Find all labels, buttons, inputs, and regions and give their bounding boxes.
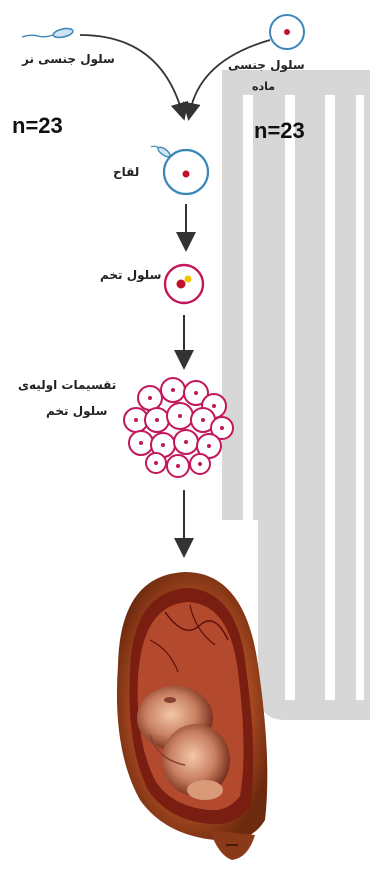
male-chromosome-count: n=23 (12, 113, 63, 139)
female-gamete-label-line2: ماده (252, 80, 275, 93)
female-chromosome-count: n=23 (254, 118, 305, 144)
zygote-label: سلول تخم (100, 268, 161, 282)
male-gamete-label: سلول جنسی نر (22, 52, 115, 66)
zygote-cell-icon (165, 265, 203, 303)
arrow-sperm (80, 35, 182, 112)
sperm-icon (22, 27, 74, 39)
female-gamete-label-line1: سلول جنسی (228, 58, 305, 72)
early-division-label-line2: سلول تخم (46, 404, 107, 418)
fertilization-cell-icon (151, 146, 208, 194)
morula-cluster-icon (124, 378, 233, 477)
egg-cell-icon (270, 15, 304, 49)
fertilization-label: لقاح (113, 165, 139, 179)
arrow-egg (190, 40, 270, 112)
early-division-label-line1: تقسیمات اولیه‌ی (18, 378, 116, 392)
fetus-in-uterus-illustration (117, 572, 267, 860)
